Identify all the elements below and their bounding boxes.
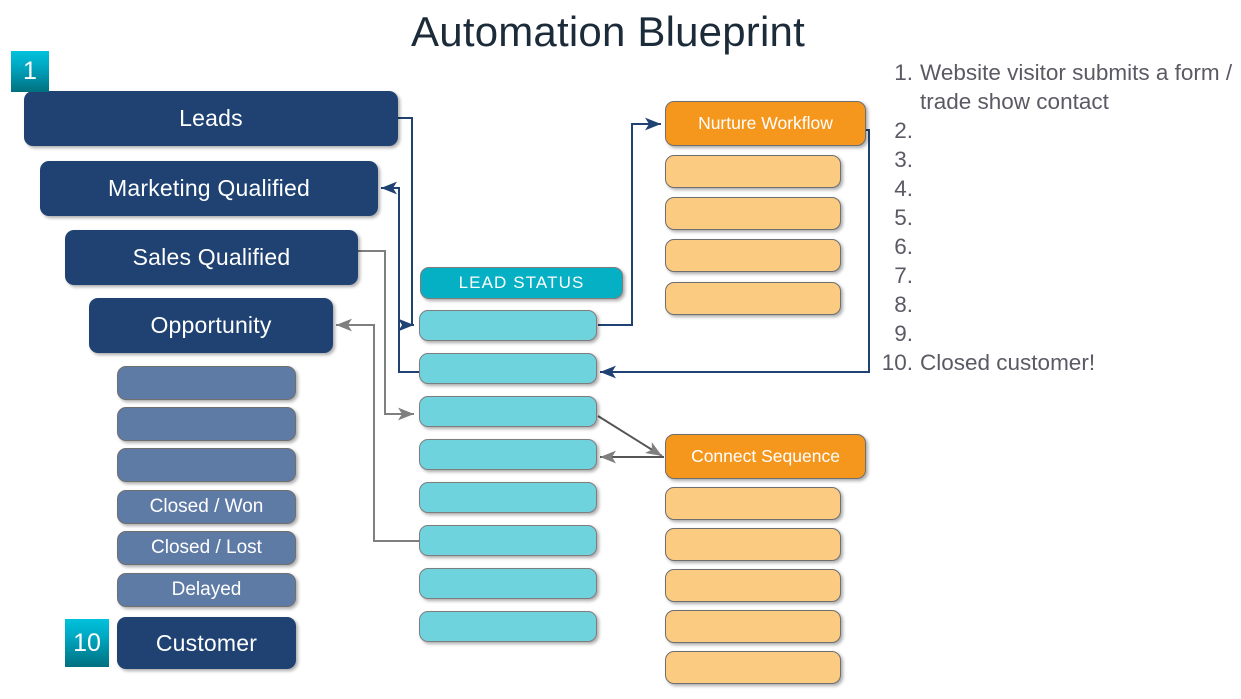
step-number: 6. (894, 234, 913, 259)
funnel-stage-opportunity[interactable]: Opportunity (89, 298, 333, 353)
step-number: 8. (894, 292, 913, 317)
lead-status-item-5[interactable] (419, 482, 597, 513)
connect-sequence-item-1[interactable] (665, 487, 841, 520)
connect-sequence-item-3[interactable] (665, 569, 841, 602)
nurture-workflow-header-label: Nurture Workflow (698, 113, 833, 133)
steps-list: 1. Website visitor submits a form / trad… (880, 58, 1235, 377)
funnel-substage-1[interactable] (117, 366, 296, 400)
step-item-10: 10. Closed customer! (880, 348, 1235, 377)
lead-status-item-1[interactable] (419, 310, 597, 341)
lead-status-item-7[interactable] (419, 568, 597, 599)
step-badge-start: 1 (11, 51, 49, 92)
nurture-workflow-item-3[interactable] (665, 239, 841, 272)
step-number: 3. (894, 147, 913, 172)
step-number: 4. (894, 176, 913, 201)
connect-sequence-header-label: Connect Sequence (691, 446, 840, 466)
nurture-workflow-item-4[interactable] (665, 282, 841, 315)
funnel-stage-leads[interactable]: Leads (24, 91, 398, 146)
step-number: 2. (894, 118, 913, 143)
funnel-substage-3[interactable] (117, 448, 296, 482)
funnel-substage-label: Delayed (171, 579, 242, 600)
nurture-workflow-item-1[interactable] (665, 155, 841, 188)
connector-lead-status-to-marketing-qualified (381, 181, 419, 373)
lead-status-item-2[interactable] (419, 353, 597, 384)
lead-status-item-8[interactable] (419, 611, 597, 642)
funnel-stage-marketing-qualified[interactable]: Marketing Qualified (40, 161, 378, 216)
page-title: Automation Blueprint (411, 8, 805, 55)
funnel-substage-2[interactable] (117, 407, 296, 441)
connector-leads-to-lead-status (398, 117, 414, 332)
step-text: Website visitor submits a form / trade s… (920, 60, 1233, 114)
funnel-stage-label: Opportunity (150, 312, 272, 338)
nurture-workflow-header: Nurture Workflow (665, 101, 866, 146)
funnel-stage-sales-qualified[interactable]: Sales Qualified (65, 230, 358, 285)
step-number: 9. (894, 321, 913, 346)
step-number: 5. (894, 205, 913, 230)
funnel-substage-delayed[interactable]: Delayed (117, 573, 296, 607)
step-badge-label: 1 (23, 57, 37, 85)
funnel-substage-closed-won[interactable]: Closed / Won (117, 490, 296, 524)
step-item-6: 6. (880, 232, 1235, 261)
step-item-9: 9. (880, 319, 1235, 348)
step-item-1: 1. Website visitor submits a form / trad… (880, 58, 1235, 116)
lead-status-item-6[interactable] (419, 525, 597, 556)
funnel-stage-label: Customer (155, 629, 258, 656)
funnel-stage-label: Leads (179, 105, 243, 131)
connector-lead-status-to-connect-sequence (597, 415, 663, 457)
step-number: 7. (894, 263, 913, 288)
step-item-7: 7. (880, 261, 1235, 290)
connector-sales-qualified-to-lead-status (358, 250, 414, 421)
funnel-substage-closed-lost[interactable]: Closed / Lost (117, 531, 296, 565)
funnel-stage-customer[interactable]: Customer (117, 617, 296, 669)
lead-status-item-3[interactable] (419, 396, 597, 427)
step-item-8: 8. (880, 290, 1235, 319)
funnel-substage-label: Closed / Won (149, 496, 264, 517)
step-number: 10. (881, 350, 913, 375)
step-number: 1. (894, 60, 913, 85)
lead-status-item-4[interactable] (419, 439, 597, 470)
connect-sequence-item-4[interactable] (665, 610, 841, 643)
step-item-4: 4. (880, 174, 1235, 203)
lead-status-header-label: LEAD STATUS (458, 273, 585, 292)
funnel-stage-label: Marketing Qualified (108, 175, 310, 201)
step-item-2: 2. (880, 116, 1235, 145)
connect-sequence-item-2[interactable] (665, 528, 841, 561)
connector-lead-status-to-opportunity (336, 318, 419, 542)
funnel-substage-label: Closed / Lost (151, 537, 262, 558)
step-text: Closed customer! (920, 350, 1096, 375)
step-item-3: 3. (880, 145, 1235, 174)
step-badge-end: 10 (65, 619, 109, 667)
nurture-workflow-item-2[interactable] (665, 197, 841, 230)
connect-sequence-header: Connect Sequence (665, 434, 866, 479)
step-badge-label: 10 (73, 628, 101, 657)
lead-status-header: LEAD STATUS (420, 267, 623, 299)
connect-sequence-item-5[interactable] (665, 651, 841, 684)
step-item-5: 5. (880, 203, 1235, 232)
funnel-stage-label: Sales Qualified (132, 244, 291, 270)
